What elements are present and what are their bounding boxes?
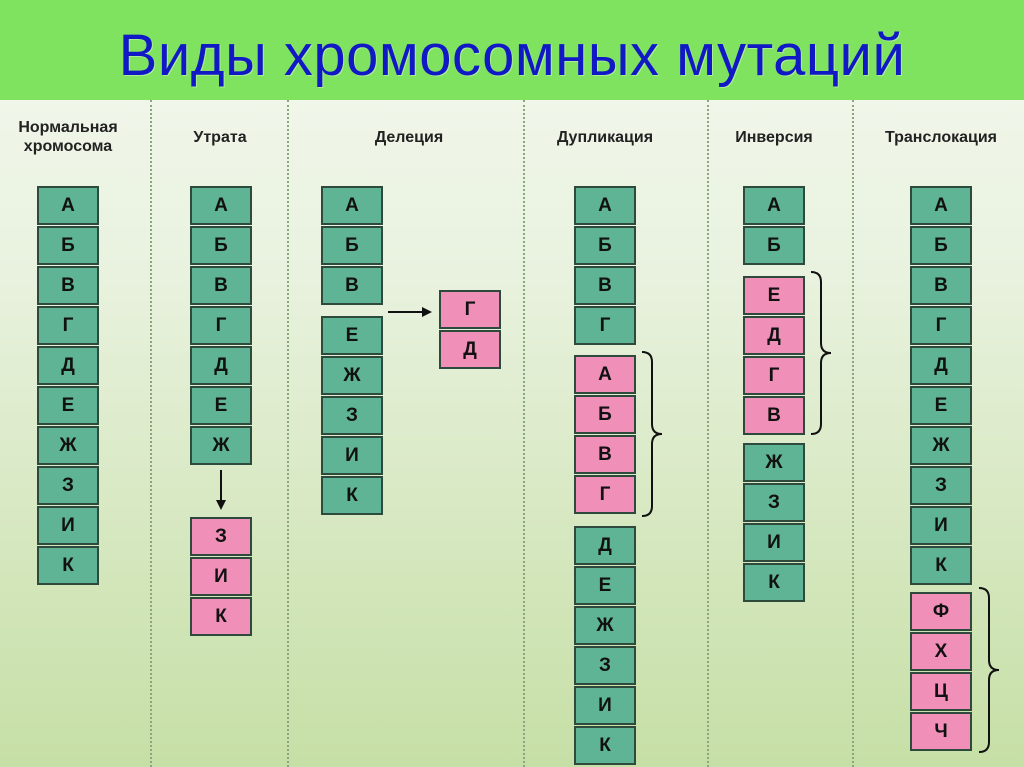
gene-cell: А	[910, 186, 972, 225]
gene-cell: И	[574, 686, 636, 725]
gene-cell: К	[743, 563, 805, 602]
gene-cell: В	[321, 266, 383, 305]
gene-cell: Д	[743, 316, 805, 355]
gene-cell: Д	[190, 346, 252, 385]
gene-cell: З	[37, 466, 99, 505]
gene-cell: А	[321, 186, 383, 225]
gene-cell: Е	[743, 276, 805, 315]
gene-cell: Ж	[910, 426, 972, 465]
gene-cell: Б	[574, 226, 636, 265]
gene-cell: Д	[574, 526, 636, 565]
gene-cell: Д	[910, 346, 972, 385]
column-separator	[852, 100, 854, 767]
gene-cell: Г	[37, 306, 99, 345]
column-separator	[707, 100, 709, 767]
gene-cell: Г	[439, 290, 501, 329]
column-heading: Нормальная хромосома	[0, 118, 148, 156]
gene-cell: Б	[574, 395, 636, 434]
gene-cell: З	[574, 646, 636, 685]
gene-cell: З	[910, 466, 972, 505]
gene-cell: А	[743, 186, 805, 225]
column-heading: Инверсия	[694, 128, 854, 147]
gene-cell: Б	[190, 226, 252, 265]
title-bar	[0, 0, 1024, 100]
gene-cell: Ф	[910, 592, 972, 631]
gene-cell: З	[321, 396, 383, 435]
column-separator	[287, 100, 289, 767]
gene-cell: А	[190, 186, 252, 225]
gene-cell: Г	[190, 306, 252, 345]
column-separator	[150, 100, 152, 767]
gene-cell: З	[190, 517, 252, 556]
gene-cell: К	[321, 476, 383, 515]
gene-cell: И	[743, 523, 805, 562]
gene-cell: Ц	[910, 672, 972, 711]
gene-cell: Б	[743, 226, 805, 265]
gene-cell: И	[321, 436, 383, 475]
gene-cell: В	[910, 266, 972, 305]
gene-cell: Е	[910, 386, 972, 425]
gene-cell: К	[190, 597, 252, 636]
gene-cell: Б	[321, 226, 383, 265]
inversion-brace	[810, 271, 832, 435]
gene-cell: И	[190, 557, 252, 596]
gene-cell: Ж	[190, 426, 252, 465]
column-heading-line: хромосома	[23, 138, 113, 155]
column-heading: Утрата	[140, 128, 300, 147]
gene-cell: И	[37, 506, 99, 545]
gene-cell: З	[743, 483, 805, 522]
gene-cell: В	[574, 266, 636, 305]
column-heading-line: Нормальная	[18, 119, 118, 136]
gene-cell: Г	[910, 306, 972, 345]
gene-cell: К	[37, 546, 99, 585]
gene-cell: В	[743, 396, 805, 435]
column-heading: Транслокация	[861, 128, 1021, 147]
gene-cell: А	[574, 355, 636, 394]
gene-cell: К	[574, 726, 636, 765]
gene-cell: А	[574, 186, 636, 225]
gene-cell: Д	[37, 346, 99, 385]
gene-cell: Ж	[321, 356, 383, 395]
gene-cell: Б	[910, 226, 972, 265]
column-heading-line: Транслокация	[884, 129, 998, 146]
gene-cell: Б	[37, 226, 99, 265]
column-heading-line: Утрата	[193, 129, 247, 146]
gene-cell: И	[910, 506, 972, 545]
gene-cell: Х	[910, 632, 972, 671]
gene-cell: Г	[743, 356, 805, 395]
gene-cell: Ж	[37, 426, 99, 465]
gene-cell: Ж	[574, 606, 636, 645]
gene-cell: В	[574, 435, 636, 474]
gene-cell: Е	[37, 386, 99, 425]
duplication-brace	[641, 351, 663, 517]
column-heading-line: Дупликация	[556, 129, 654, 146]
gene-cell: Д	[439, 330, 501, 369]
column-heading-line: Делеция	[374, 129, 444, 146]
gene-cell: В	[37, 266, 99, 305]
column-separator	[523, 100, 525, 767]
slide-title: Виды хромосомных мутаций	[118, 23, 906, 88]
column-heading: Делеция	[329, 128, 489, 147]
gene-cell: Ч	[910, 712, 972, 751]
gene-cell: Е	[574, 566, 636, 605]
gene-cell: Ж	[743, 443, 805, 482]
gene-cell: Е	[190, 386, 252, 425]
column-heading-line: Инверсия	[735, 129, 813, 146]
translocation-brace	[978, 587, 1000, 753]
gene-cell: К	[910, 546, 972, 585]
gene-cell: Е	[321, 316, 383, 355]
gene-cell: Г	[574, 475, 636, 514]
column-heading: Дупликация	[525, 128, 685, 147]
gene-cell: Г	[574, 306, 636, 345]
gene-cell: В	[190, 266, 252, 305]
gene-cell: А	[37, 186, 99, 225]
